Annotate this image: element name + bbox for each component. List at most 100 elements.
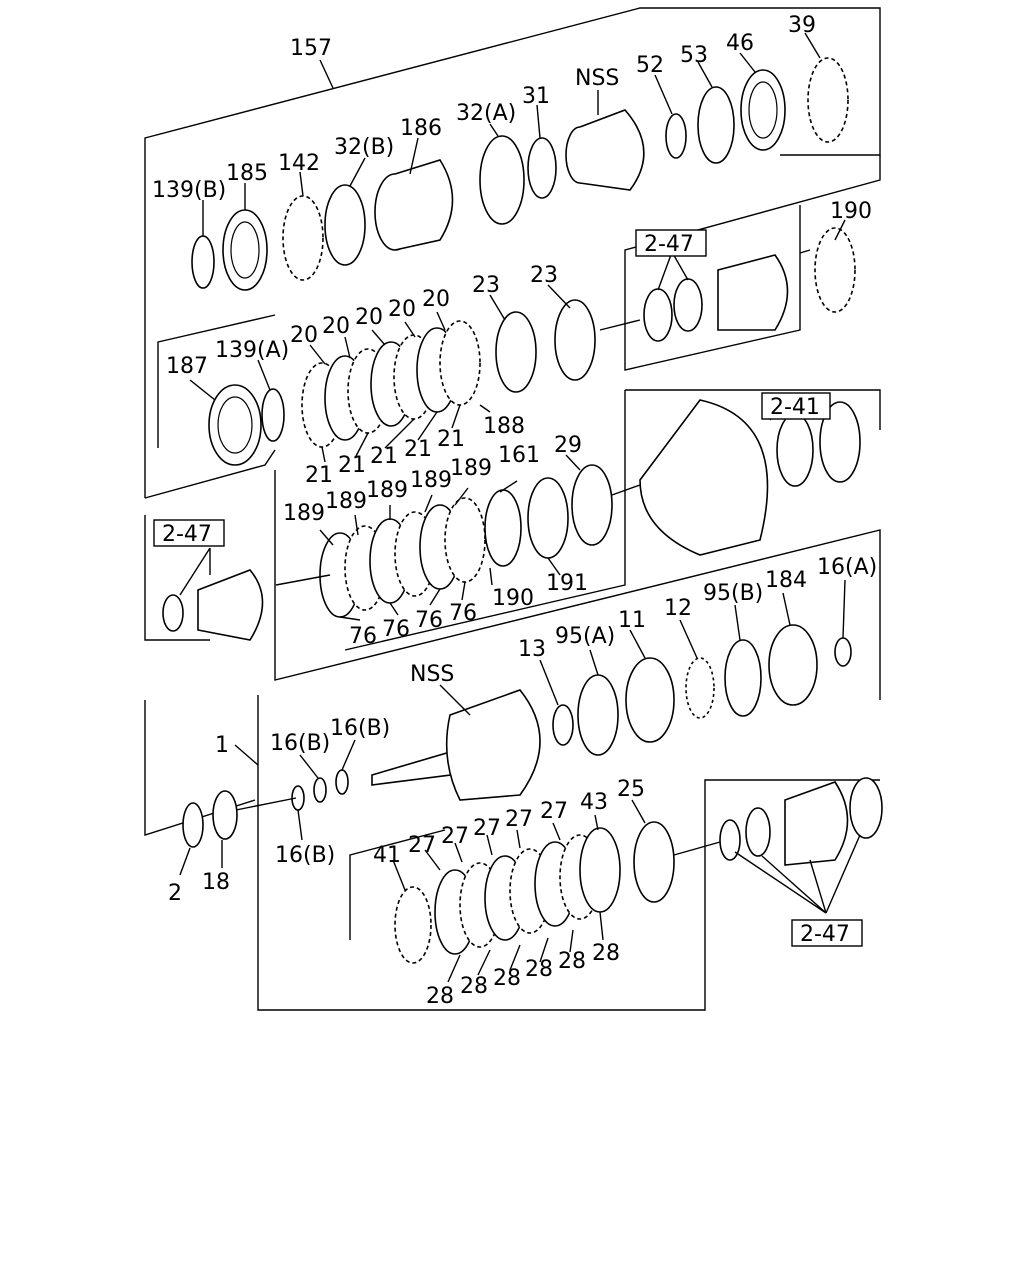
- gear-hub-247-left: [197, 569, 264, 641]
- label-27-c: 27: [473, 816, 501, 841]
- label-16a: 16(A): [817, 555, 877, 580]
- label-1: 1: [215, 733, 229, 758]
- bearing-46: [740, 69, 786, 151]
- label-41: 41: [373, 843, 401, 868]
- label-28-a: 28: [592, 941, 620, 966]
- seal-95a: [577, 674, 619, 756]
- label-28-b: 28: [558, 949, 586, 974]
- seal-32a: [479, 135, 525, 225]
- label-18: 18: [202, 870, 230, 895]
- label-95a: 95(A): [555, 624, 615, 649]
- washer-2: [182, 802, 204, 848]
- ref-247-top[interactable]: 2-47: [644, 232, 694, 257]
- ring-53: [697, 86, 735, 164]
- label-16b-2: 16(B): [330, 716, 390, 741]
- row-1-parts: [191, 57, 849, 291]
- label-161: 161: [498, 443, 540, 468]
- label-29: 29: [554, 433, 582, 458]
- ref-247-left[interactable]: 2-47: [162, 522, 212, 547]
- label-20-c: 20: [355, 305, 383, 330]
- label-189-c: 189: [366, 478, 408, 503]
- label-190-a: 190: [830, 199, 872, 224]
- label-28-f: 28: [426, 984, 454, 1009]
- outline-pump-top: [625, 389, 881, 430]
- plate-39: [807, 57, 849, 143]
- bearing-12: [685, 657, 715, 719]
- outline-clutch-left: [157, 314, 276, 448]
- ring-16a: [834, 637, 852, 667]
- plate-188: [439, 320, 481, 406]
- label-nss-1: NSS: [575, 66, 619, 91]
- nss-drum-2: [445, 689, 541, 801]
- label-95b: 95(B): [703, 581, 763, 606]
- label-21-e: 21: [305, 463, 333, 488]
- outline-left-247: [144, 515, 210, 641]
- ring-16b-2: [313, 777, 327, 803]
- label-39: 39: [788, 13, 816, 38]
- label-23-b: 23: [530, 263, 558, 288]
- plate-142: [282, 195, 324, 281]
- label-191: 191: [546, 571, 588, 596]
- seal-31: [527, 137, 557, 199]
- label-20-b: 20: [388, 297, 416, 322]
- outline-upper-157: [144, 7, 881, 498]
- label-76-c: 76: [382, 617, 410, 642]
- ref-241[interactable]: 2-41: [770, 395, 820, 420]
- label-25: 25: [617, 777, 645, 802]
- seal-247c: [849, 777, 883, 839]
- oil-pump: [639, 399, 769, 556]
- bearing-247a: [673, 278, 703, 332]
- ref-247-bottom[interactable]: 2-47: [800, 922, 850, 947]
- label-189-e: 189: [283, 501, 325, 526]
- part-labels: 157 39 46 53 52 NSS 31 32(A) 186 32(B) 1…: [152, 13, 877, 1009]
- nss-hub-1: [579, 109, 645, 191]
- label-76-a: 76: [449, 601, 477, 626]
- outline-mid: [274, 470, 881, 700]
- label-52: 52: [636, 53, 664, 78]
- label-76-b: 76: [415, 608, 443, 633]
- label-188: 188: [483, 414, 525, 439]
- plate-43: [579, 827, 621, 913]
- label-20-e: 20: [290, 323, 318, 348]
- label-28-e: 28: [460, 974, 488, 999]
- label-27-e: 27: [408, 833, 436, 858]
- label-53: 53: [680, 43, 708, 68]
- outline-lower-clutch: [349, 829, 446, 940]
- label-139b: 139(B): [152, 178, 226, 203]
- outline-lower: [257, 695, 880, 1011]
- label-46: 46: [726, 31, 754, 56]
- ref-box-247-bottom[interactable]: [791, 919, 863, 947]
- label-13: 13: [518, 637, 546, 662]
- plate-189-3: [444, 497, 486, 583]
- seal-95b: [724, 639, 762, 717]
- outline-mid-inner: [344, 390, 626, 651]
- label-185: 185: [226, 161, 268, 186]
- label-187: 187: [166, 354, 208, 379]
- row-4-parts: [182, 624, 852, 848]
- label-190-b: 190: [492, 586, 534, 611]
- label-27-d: 27: [441, 824, 469, 849]
- ring-191: [527, 477, 569, 559]
- ref-box-247-top[interactable]: [635, 229, 707, 257]
- group-outlines: [144, 7, 881, 1011]
- label-27-b: 27: [505, 807, 533, 832]
- label-28-d: 28: [493, 966, 521, 991]
- ring-29: [571, 464, 613, 546]
- label-21-a: 21: [437, 427, 465, 452]
- ref-box-241[interactable]: [761, 392, 831, 420]
- label-20-d: 20: [322, 314, 350, 339]
- label-32b: 32(B): [334, 135, 394, 160]
- bearing-18: [212, 790, 238, 840]
- label-21-d: 21: [338, 453, 366, 478]
- seal-32b: [324, 184, 366, 266]
- seal-161: [484, 489, 522, 567]
- plate-41: [394, 886, 432, 964]
- ref-box-247-left[interactable]: [153, 519, 225, 547]
- snap-ring-139a: [261, 388, 285, 442]
- piston-184: [768, 624, 818, 706]
- gear-hub-247c: [784, 781, 849, 866]
- gear-hub-247a: [717, 254, 789, 331]
- label-21-b: 21: [404, 437, 432, 462]
- bearing-247c: [745, 807, 771, 857]
